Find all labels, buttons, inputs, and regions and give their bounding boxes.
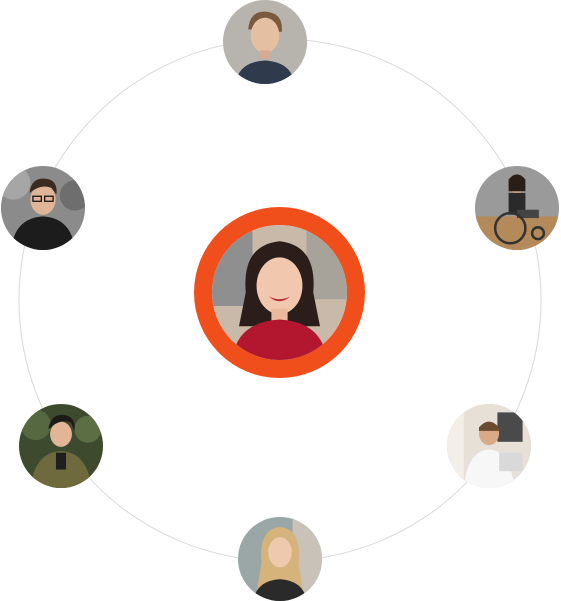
orbit-avatar-upper-right xyxy=(475,166,559,250)
orbit-avatar-lower-left xyxy=(19,404,103,488)
man-grey-background-photo-icon xyxy=(223,0,307,84)
orbit-avatar-top xyxy=(223,0,307,84)
orbit-avatar-bottom xyxy=(238,517,322,601)
man-glasses-black-hoodie-photo-icon xyxy=(1,166,85,250)
center-avatar xyxy=(212,225,347,360)
orbit-avatar-lower-right xyxy=(447,404,531,488)
man-on-phone-office-photo-icon xyxy=(447,404,531,488)
woman-wheelchair-photo-icon xyxy=(475,166,559,250)
smiling-woman-red-sweater-photo-icon xyxy=(212,225,347,360)
orbit-avatar-upper-left xyxy=(1,166,85,250)
blonde-woman-photo-icon xyxy=(238,517,322,601)
person-green-jacket-photo-icon xyxy=(19,404,103,488)
